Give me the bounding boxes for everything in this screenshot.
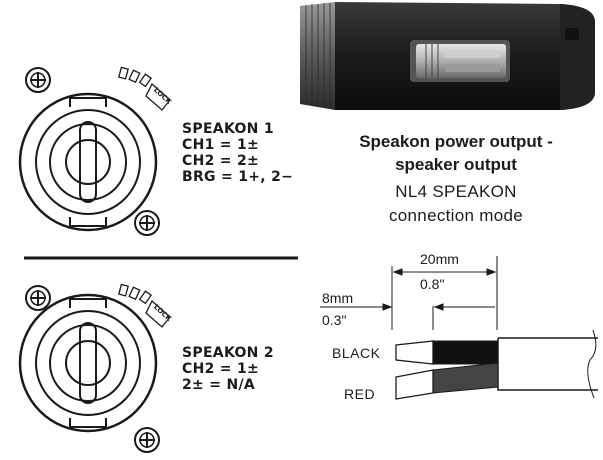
- dim-outer-mm: 20mm: [420, 251, 459, 267]
- caption-title-line1: Speakon power output -: [359, 132, 553, 151]
- speakon2-line-na: 2± = N/A: [182, 377, 256, 393]
- speakon2-lock-arrow: [118, 283, 171, 328]
- wire-red-label: RED: [344, 386, 376, 402]
- caption-sub-line2: connection mode: [389, 206, 523, 225]
- dim-inner-mm: 8mm: [322, 290, 354, 306]
- wire-black-label: BLACK: [332, 345, 381, 361]
- speakon2-screw-bottom: [134, 427, 160, 453]
- speakon2-title: SPEAKON 2: [182, 345, 274, 361]
- speakon1-line-ch1: CH1 = 1±: [182, 137, 260, 153]
- speakon1-screw-top: [25, 67, 51, 93]
- caption-sub-line1: NL4 SPEAKON: [395, 182, 517, 201]
- speakon2-connector: [18, 293, 158, 433]
- speakon1-line-brg: BRG = 1+, 2−: [182, 169, 294, 185]
- speakon1-title: SPEAKON 1: [182, 121, 274, 137]
- speakon1-line-ch2: CH2 = 2±: [182, 153, 260, 169]
- dim-outer-in: 0.8": [420, 276, 445, 292]
- speakon-plug-image: [300, 2, 595, 110]
- dim-inner-in: 0.3": [322, 312, 347, 328]
- cable-dimension-drawing: [320, 256, 598, 400]
- speakon1-screw-bottom: [134, 210, 160, 236]
- caption-title-line2: speaker output: [395, 155, 517, 174]
- speakon1-lock-arrow: [118, 66, 171, 111]
- speakon2-screw-top: [25, 285, 51, 311]
- speakon1-connector: [18, 92, 158, 232]
- speakon2-line-ch2: CH2 = 1±: [182, 361, 260, 377]
